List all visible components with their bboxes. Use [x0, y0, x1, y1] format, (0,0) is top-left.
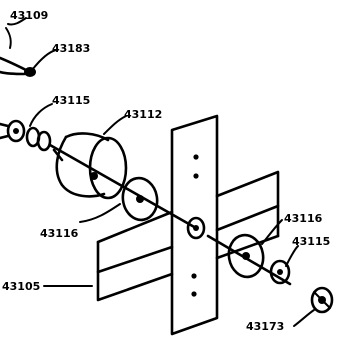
label-43116-left: 43116 — [40, 227, 79, 240]
left-washer-group — [0, 119, 52, 152]
leader-lines — [7, 17, 315, 327]
label-43115-top: 43115 — [52, 94, 90, 107]
label-43112: 43112 — [124, 108, 162, 121]
rod-assembly — [0, 27, 36, 77]
label-43173: 43173 — [246, 320, 284, 333]
middle-washer — [121, 176, 159, 222]
label-43115-right: 43115 — [292, 235, 330, 248]
right-small-washer — [269, 259, 291, 285]
label-43109: 43109 — [10, 9, 48, 22]
label-43116-right: 43116 — [284, 212, 323, 225]
cross-plate — [96, 114, 280, 336]
cylinder-body — [52, 132, 128, 200]
label-43183: 43183 — [52, 42, 90, 55]
right-washer — [227, 233, 265, 279]
end-nut — [310, 286, 334, 314]
label-43105: 43105 — [2, 280, 40, 293]
